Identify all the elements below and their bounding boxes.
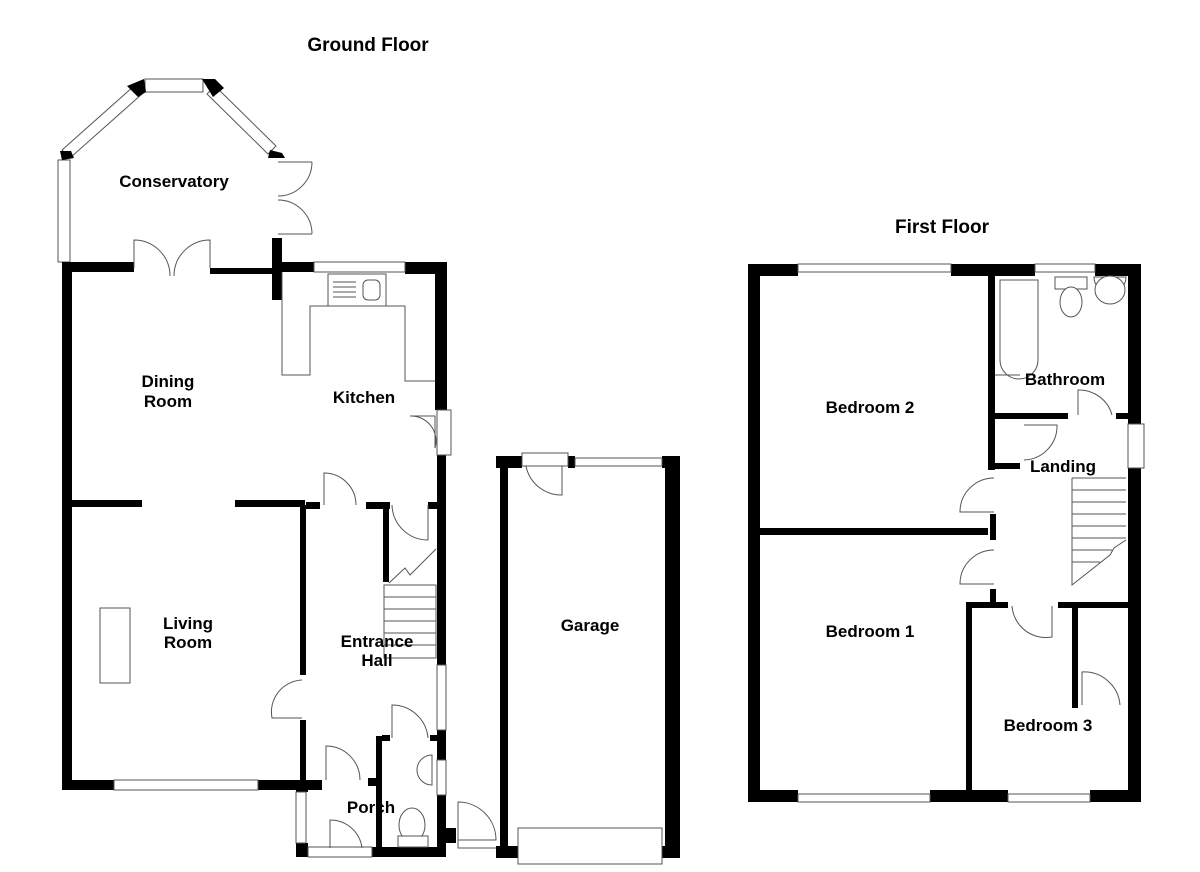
ground-floor-plan: Ground Floor Conservatory [57,35,680,865]
garage-rear-door[interactable] [521,452,569,496]
bath [999,279,1039,380]
ground-windows [99,261,452,858]
wc-fixtures [397,754,433,848]
garage-label: Garage [561,616,620,635]
ground-doors [133,239,497,849]
conservatory-window-north [144,78,204,93]
kitchen-units [281,272,435,382]
living-room-label-line2: Room [164,633,212,652]
kitchen-side-door[interactable] [409,415,437,449]
bedroom-2-label: Bedroom 2 [826,398,915,417]
first-stairs [1071,477,1127,587]
kitchen-label: Kitchen [333,388,395,407]
front-door[interactable] [329,819,363,849]
ground-walls [62,238,456,857]
bathroom-label: Bathroom [1025,370,1105,389]
airing-cupboard-door[interactable] [1023,424,1058,461]
dining-french-doors[interactable] [133,239,211,277]
conservatory-window-ne [206,85,277,155]
fireplace [99,607,131,684]
first-doors [959,389,1121,706]
conservatory: Conservatory [57,78,313,263]
landing-label: Landing [1030,457,1096,476]
under-stairs-door[interactable] [391,504,429,541]
porch-inner-door[interactable] [325,745,361,781]
dining-room-label-line1: Dining [142,372,195,391]
first-floor-title: First Floor [895,217,990,238]
entrance-hall-label-line2: Hall [361,651,392,670]
conservatory-window-west [57,159,71,263]
wc-basin [416,754,433,786]
dining-room-label-line2: Room [144,392,192,411]
first-windows [797,263,1145,803]
entrance-hall-label-line1: Entrance [341,632,414,651]
side-passage-door[interactable] [457,801,497,849]
hall-kitchen-door[interactable] [323,472,357,506]
garage-door[interactable] [517,827,663,865]
bathroom-fixtures [995,275,1127,380]
conservatory-post [127,79,146,97]
bedroom-3-cupboard-door[interactable] [1081,671,1121,706]
porch-label: Porch [347,798,395,817]
conservatory-window-nw [61,85,143,159]
conservatory-label: Conservatory [119,172,229,191]
conservatory-post [268,150,285,158]
garage [496,452,680,865]
bathroom-door[interactable] [1077,389,1113,416]
living-room-label-line1: Living [163,614,213,633]
bedroom-3-door[interactable] [1011,605,1053,639]
first-walls [748,264,1141,802]
bedroom-1-label: Bedroom 1 [826,622,915,641]
first-floor-plan: First Floor [748,217,1145,803]
living-room-door[interactable] [270,679,303,719]
bedroom-2-door[interactable] [959,477,995,513]
conservatory-post [60,151,74,160]
ground-stairs [383,548,437,659]
bedroom-3-label: Bedroom 3 [1004,716,1093,735]
bedroom-1-door[interactable] [959,549,995,585]
toilet [1059,286,1083,318]
conservatory-french-doors[interactable] [277,161,313,235]
conservatory-post [202,79,224,97]
ground-floor-title: Ground Floor [307,35,429,56]
wc-door[interactable] [391,704,429,739]
